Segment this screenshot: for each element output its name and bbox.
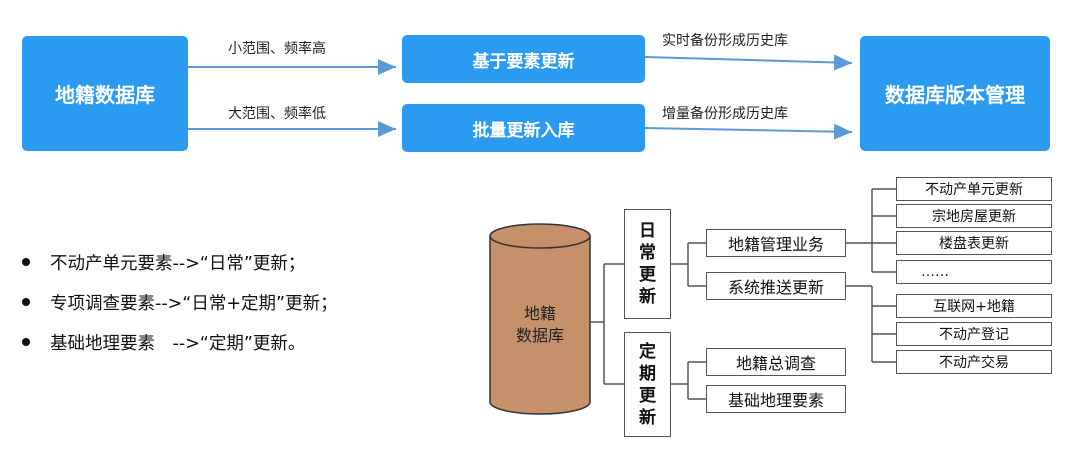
bullet-dot-icon xyxy=(22,298,30,306)
leaf-building-table-update: 楼盘表更新 xyxy=(896,231,1052,255)
bullet-item: 专项调查要素-->“日常+定期”更新； xyxy=(22,282,338,322)
bullet-list: 不动产单元要素-->“日常”更新； 专项调查要素-->“日常+定期”更新； 基础… xyxy=(22,242,338,362)
leaf-parcel-house-update: 宗地房屋更新 xyxy=(896,204,1052,228)
leaf-ellipsis: …… xyxy=(896,260,1052,284)
cadastral-management-box: 地籍管理业务 xyxy=(706,229,846,257)
daily-char: 新 xyxy=(639,287,656,307)
batch-update-box: 批量更新入库 xyxy=(402,104,645,152)
daily-char: 常 xyxy=(639,243,656,263)
periodic-char: 定 xyxy=(639,341,656,362)
periodic-update-box: 定 期 更 新 xyxy=(624,332,671,437)
arrow-realtime-backup xyxy=(644,54,853,71)
version-management-box: 数据库版本管理 xyxy=(860,36,1050,151)
bullet-text: 不动产单元要素-->“日常”更新； xyxy=(50,253,306,274)
bullet-dot-icon xyxy=(22,258,30,266)
cadastral-survey-box: 地籍总调查 xyxy=(706,348,846,376)
feature-update-box: 基于要素更新 xyxy=(402,35,645,83)
arrow-incremental-backup xyxy=(644,123,853,140)
leaf-property-transaction: 不动产交易 xyxy=(896,350,1052,374)
bullet-text: 基础地理要素 -->“定期”更新。 xyxy=(50,333,306,354)
basic-geography-box: 基础地理要素 xyxy=(706,385,846,413)
bullet-item: 不动产单元要素-->“日常”更新； xyxy=(22,242,338,282)
bullet-dot-icon xyxy=(22,338,30,346)
daily-char: 日 xyxy=(639,221,656,241)
edge-label-large-range: 大范围、频率低 xyxy=(228,106,326,122)
cadastral-database-box: 地籍数据库 xyxy=(22,36,188,151)
leaf-internet-cadastral: 互联网+地籍 xyxy=(896,294,1052,318)
edge-label-realtime-backup: 实时备份形成历史库 xyxy=(662,33,788,49)
leaf-property-registration: 不动产登记 xyxy=(896,322,1052,346)
bullet-text: 专项调查要素-->“日常+定期”更新； xyxy=(50,293,338,314)
edge-label-incremental-backup: 增量备份形成历史库 xyxy=(662,106,788,122)
leaf-unit-update: 不动产单元更新 xyxy=(896,177,1052,201)
tree-lines xyxy=(590,188,896,400)
daily-update-box: 日 常 更 新 xyxy=(624,209,671,319)
periodic-char: 期 xyxy=(639,363,656,384)
periodic-char: 更 xyxy=(639,385,656,406)
periodic-char: 新 xyxy=(639,407,656,428)
daily-char: 更 xyxy=(639,265,656,285)
cylinder-label-line1: 地籍 xyxy=(523,304,556,323)
bullet-item: 基础地理要素 -->“定期”更新。 xyxy=(22,322,338,362)
cylinder-label-line2: 数据库 xyxy=(515,326,564,345)
system-push-update-box: 系统推送更新 xyxy=(706,272,846,300)
edge-label-small-range: 小范围、频率高 xyxy=(228,41,326,57)
database-cylinder-icon xyxy=(489,223,591,415)
